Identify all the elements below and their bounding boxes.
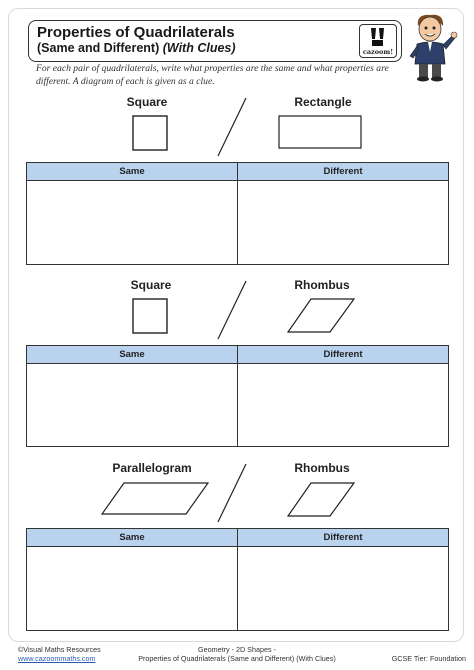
same-different-table-1: Same Different <box>26 162 449 265</box>
pair1-left-label: Square <box>126 95 168 109</box>
rectangle-shape <box>278 115 362 149</box>
footer-topic: Geometry - 2D Shapes - Properties of Qua… <box>110 645 364 663</box>
divider-slash <box>217 463 247 523</box>
same-answer-area[interactable] <box>27 364 238 446</box>
topic-line2: Properties of Quadrilaterals (Same and D… <box>138 654 336 663</box>
pair1-right-label: Rectangle <box>294 95 352 109</box>
cazoom-logo: cazoom! <box>359 24 397 58</box>
square-shape <box>132 115 168 151</box>
parallelogram-shape <box>100 482 210 515</box>
title-box: Properties of Quadrilaterals (Same and D… <box>28 20 402 62</box>
divider-slash <box>217 280 247 340</box>
logo-figure-icon <box>371 28 384 46</box>
same-header: Same <box>27 346 238 363</box>
footer-copyright: ©Visual Maths Resources www.cazoommaths.… <box>18 645 101 663</box>
logo-text: cazoom! <box>362 48 394 56</box>
square-shape <box>132 298 168 334</box>
subtitle-clues: (With Clues) <box>162 41 236 55</box>
same-header: Same <box>27 163 238 180</box>
different-header: Different <box>323 349 363 360</box>
worksheet-title: Properties of Quadrilaterals <box>37 24 235 41</box>
divider-slash <box>217 97 247 157</box>
pair2-left-label: Square <box>130 278 172 292</box>
copyright-text: ©Visual Maths Resources <box>18 645 101 654</box>
pair2-right-label: Rhombus <box>294 278 350 292</box>
mascot-boy-icon <box>409 14 458 82</box>
different-answer-area[interactable] <box>238 547 448 630</box>
different-header: Different <box>323 532 363 543</box>
website-link[interactable]: www.cazoommaths.com <box>18 654 96 663</box>
pair3-left-label: Parallelogram <box>112 461 192 475</box>
worksheet-subtitle: (Same and Different) (With Clues) <box>37 41 236 55</box>
instructions: For each pair of quadrilaterals, write w… <box>36 63 389 87</box>
same-different-table-3: Same Different <box>26 528 449 631</box>
same-different-table-2: Same Different <box>26 345 449 447</box>
page-frame <box>8 8 464 642</box>
same-answer-area[interactable] <box>27 181 238 264</box>
different-header: Different <box>323 166 363 177</box>
same-answer-area[interactable] <box>27 547 238 630</box>
topic-line1: Geometry - 2D Shapes - <box>198 645 276 654</box>
same-header: Same <box>27 529 238 546</box>
subtitle-main: (Same and Different) <box>37 41 160 55</box>
footer-tier: GCSE Tier: Foundation <box>391 654 466 663</box>
pair3-right-label: Rhombus <box>294 461 350 475</box>
different-answer-area[interactable] <box>238 364 448 446</box>
rhombus-shape <box>286 298 356 333</box>
rhombus-shape <box>286 482 356 517</box>
different-answer-area[interactable] <box>238 181 448 264</box>
